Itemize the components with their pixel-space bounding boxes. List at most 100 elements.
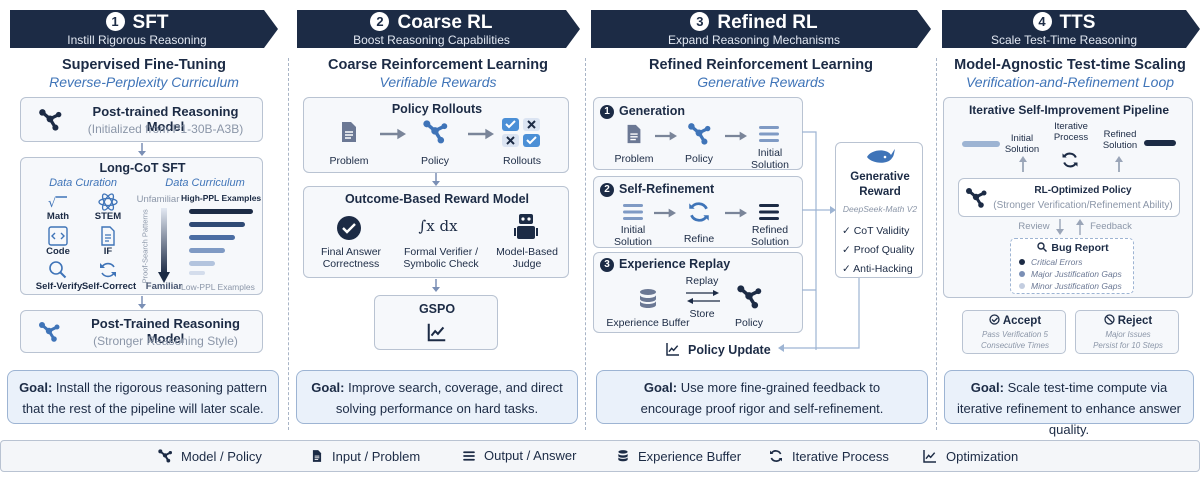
bug-dot xyxy=(1019,259,1025,265)
policy-label: Policy xyxy=(734,317,763,329)
bug-dot xyxy=(1019,283,1025,289)
accept-subtitle: Pass Verification 5 Consecutive Times xyxy=(981,330,1049,350)
rollouts-icon xyxy=(502,118,540,147)
code-icon xyxy=(48,226,68,246)
goal-label: Goal: xyxy=(643,380,678,395)
refined-solution-bar xyxy=(1144,140,1176,146)
prohibit-icon xyxy=(1104,314,1115,325)
policy-label: Policy xyxy=(420,155,449,167)
step-number: 3 xyxy=(600,258,614,272)
feedback-label: Feedback xyxy=(1090,221,1132,232)
curation-item: STEM xyxy=(94,211,122,222)
pipeline-box: Iterative Self-Improvement Pipeline Init… xyxy=(943,97,1193,298)
longcot-sft-box: Long-CoT SFT Data Curation Data Curricul… xyxy=(20,157,263,295)
familiar-label: Familiar xyxy=(145,281,183,292)
orm-title: Outcome-Based Reward Model xyxy=(344,192,530,206)
legend-item: Output / Answer xyxy=(462,448,577,463)
stage-number: 4 xyxy=(1033,12,1052,31)
optimization-icon xyxy=(922,448,938,464)
check-item: ✓ CoT Validity xyxy=(842,225,910,237)
legend-label: Output / Answer xyxy=(484,448,577,463)
reward-type: Model-Based Judge xyxy=(496,246,558,271)
step-title: Experience Replay xyxy=(619,257,731,271)
up-arrow-icon xyxy=(1115,156,1123,172)
step-title: Generation xyxy=(619,104,685,118)
ppl-bar xyxy=(189,235,235,240)
ppl-bar xyxy=(189,261,215,266)
curation-item: Self-Correct xyxy=(81,281,137,292)
output-icon xyxy=(620,200,646,224)
stage-subtitle: Expand Reasoning Mechanisms xyxy=(667,33,841,47)
self-correct-icon xyxy=(100,262,116,278)
policy-label: Policy xyxy=(684,153,713,165)
policy-icon xyxy=(735,283,763,311)
solution-label: Initial Solution xyxy=(751,147,789,172)
policy-icon xyxy=(421,118,449,146)
reject-label: Reject xyxy=(1117,315,1153,327)
section-heading: Coarse Reinforcement Learning xyxy=(328,57,548,73)
iterative-process-label: Iterative Process xyxy=(1053,121,1089,143)
model-subtitle: (Stronger Reasoning Style) xyxy=(93,334,238,348)
policy-title: RL-Optimized Policy xyxy=(1034,185,1132,196)
review-label: Review xyxy=(1018,221,1050,232)
arrow-icon xyxy=(725,208,747,218)
up-arrow-icon xyxy=(1019,156,1027,172)
stage-title: TTS xyxy=(1059,12,1096,33)
optimization-icon xyxy=(424,321,450,343)
section-tagline: Generative Rewards xyxy=(697,74,825,90)
policy-icon xyxy=(37,107,63,133)
section-tagline: Reverse-Perplexity Curriculum xyxy=(49,74,239,90)
policy-icon xyxy=(686,121,712,147)
goal-box-tts: Goal: Scale test-time compute via iterat… xyxy=(944,370,1194,437)
goal-text: Use more fine-grained feedback to encour… xyxy=(640,380,884,416)
feedback-arrow xyxy=(1076,219,1084,235)
policy-rollouts-box: Policy Rollouts Problem Policy Rollouts xyxy=(303,97,569,173)
reward-type: Final Answer Correctness xyxy=(320,246,382,271)
goal-box-coarse-rl: Goal: Improve search, coverage, and dire… xyxy=(296,370,578,424)
self-verify-icon xyxy=(49,261,67,279)
outcome-reward-model-box: Outcome-Based Reward Model Final Answer … xyxy=(303,186,569,278)
generative-reward-title: Generative Reward xyxy=(850,171,910,198)
down-arrow-icon xyxy=(138,143,146,156)
experience-buffer-label: Experience Buffer xyxy=(606,317,690,329)
robot-judge-icon xyxy=(514,214,538,239)
problem-label: Problem xyxy=(614,153,654,165)
rl-policy-box: RL-Optimized Policy (Stronger Verificati… xyxy=(958,178,1180,217)
stage-title: Coarse RL xyxy=(397,12,493,33)
down-arrow-icon xyxy=(432,279,440,292)
problem-label: Problem xyxy=(329,155,369,167)
integral-symbol: ∫x dx xyxy=(418,217,458,235)
legend-label: Iterative Process xyxy=(792,449,889,464)
goal-label: Goal: xyxy=(311,380,345,395)
gspo-box: GSPO xyxy=(374,295,498,350)
arrow-icon xyxy=(654,208,676,218)
policy-subtitle: (Stronger Verification/Refinement Abilit… xyxy=(993,200,1173,211)
svg-text:√: √ xyxy=(48,196,57,211)
bug-report-label: Bug Report xyxy=(1051,242,1109,254)
bug-item: Critical Errors xyxy=(1019,257,1082,267)
accept-title: Accept xyxy=(963,314,1067,328)
problem-icon xyxy=(623,122,645,146)
column-divider xyxy=(585,58,586,430)
unfamiliar-label: Unfamiliar xyxy=(136,194,180,205)
ppl-bar xyxy=(189,271,205,275)
document-icon xyxy=(310,448,324,464)
step-title: Self-Refinement xyxy=(619,182,715,196)
generative-reward-box: Generative Reward DeepSeek-Math V2 ✓ CoT… xyxy=(835,142,923,278)
ppl-bar xyxy=(189,248,225,253)
data-curation-label: Data Curation xyxy=(49,177,117,189)
bug-dot xyxy=(1019,271,1025,277)
bug-report-title: Bug Report xyxy=(1011,242,1135,254)
reward-model-name: DeepSeek-Math V2 xyxy=(842,204,918,214)
reward-connector xyxy=(802,131,836,350)
experience-replay-header: 3 Experience Replay xyxy=(600,257,730,272)
policy-update-arrow xyxy=(778,278,860,352)
axis-label: Proof-Search Patterns xyxy=(140,209,150,284)
problem-icon xyxy=(337,119,361,145)
accept-label: Accept xyxy=(1002,315,1042,327)
section-heading: Supervised Fine-Tuning xyxy=(61,57,227,73)
output-icon xyxy=(756,122,782,146)
stage-title: Refined RL xyxy=(717,12,818,33)
